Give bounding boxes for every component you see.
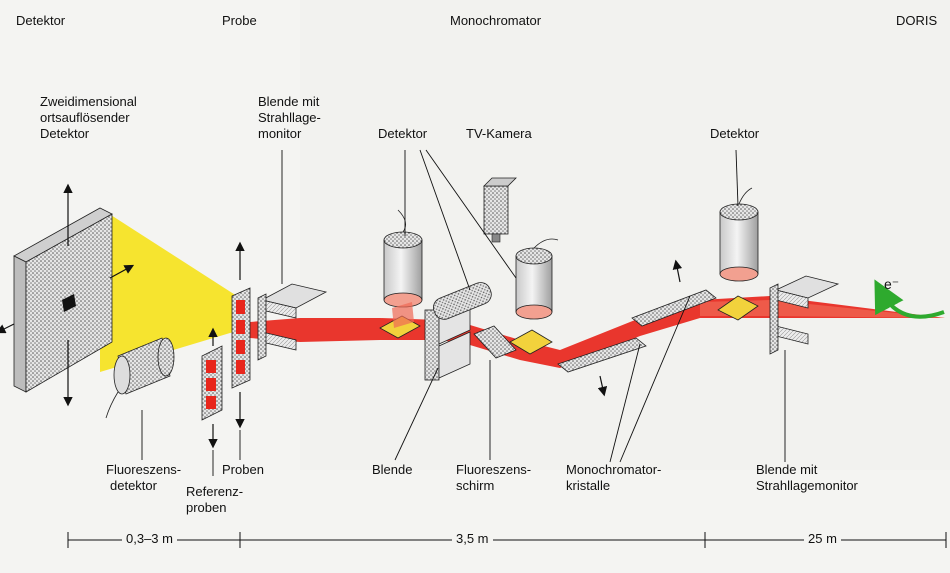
label-line: monitor [258,126,302,141]
leader-lines [141,149,786,476]
label-blende: Blende [372,462,413,477]
label-line: Detektor [40,126,90,141]
label-line: Fluoreszens- [106,462,182,477]
electron-arrow-icon [874,279,945,319]
header-monochromator: Monochromator [450,13,542,28]
label-line: detektor [110,478,157,493]
label-referenzproben: Referenz- proben [186,484,243,516]
slit-center [424,282,492,381]
tv-camera [483,177,517,243]
detector-cylinder-left [383,209,423,308]
label-line: kristalle [566,478,611,493]
label-line: Blende mit [258,94,320,109]
label-detektor-right: Detektor [710,126,760,141]
detector-cylinder-right [719,187,759,282]
mono-crystal-upper [631,289,717,327]
header-detektor: Detektor [16,13,66,28]
label-line: ortsauflösender [40,110,130,125]
label-blende-monitor-right: Blende mit Strahllagemonitor [756,462,858,494]
header-probe: Probe [222,13,257,28]
label-line: proben [186,500,227,515]
label-mono-kristalle: Monochromator- kristalle [566,462,661,494]
label-fluoreszens-schirm: Fluoreszens- schirm [456,462,531,494]
detector-cylinder-middle [515,238,559,320]
label-line: schirm [456,478,495,493]
distance-1: 0,3–3 m [122,531,177,546]
label-tv-kamera: TV-Kamera [466,126,532,141]
label-line: Zweidimensional [40,94,137,109]
label-electron: e⁻ [884,276,900,292]
label-fluoreszens-detektor: Fluoreszens- detektor [106,462,181,494]
label-line: Fluoreszens- [456,462,532,477]
area-detector-plate [13,207,113,393]
distance-scale [67,532,947,548]
mono-crystal-lower [557,337,647,373]
label-line: Strahllage- [258,110,321,125]
fluorescence-screen [473,325,517,359]
header-doris: DORIS [896,13,938,28]
label-line: Strahllagemonitor [756,478,858,493]
slit-beam-monitor-left [257,283,328,361]
crystal-2 [509,329,553,355]
label-proben: Proben [222,462,264,477]
distance-2: 3,5 m [452,531,493,546]
slit-beam-monitor-right [769,275,840,355]
label-2d-detector: Zweidimensional ortsauflösender Detektor [40,94,137,142]
sample-holders [201,287,251,421]
distance-3: 25 m [804,531,841,546]
crystal-3 [717,295,759,321]
label-line: Monochromator- [566,462,662,477]
fluorescence-detector [105,337,175,419]
label-line: Referenz- [186,484,244,499]
label-line: Blende mit [756,462,818,477]
label-detektor-mid: Detektor [378,126,428,141]
scatter-fan [100,208,240,372]
label-blende-monitor-left: Blende mit Strahllage- monitor [258,94,321,142]
